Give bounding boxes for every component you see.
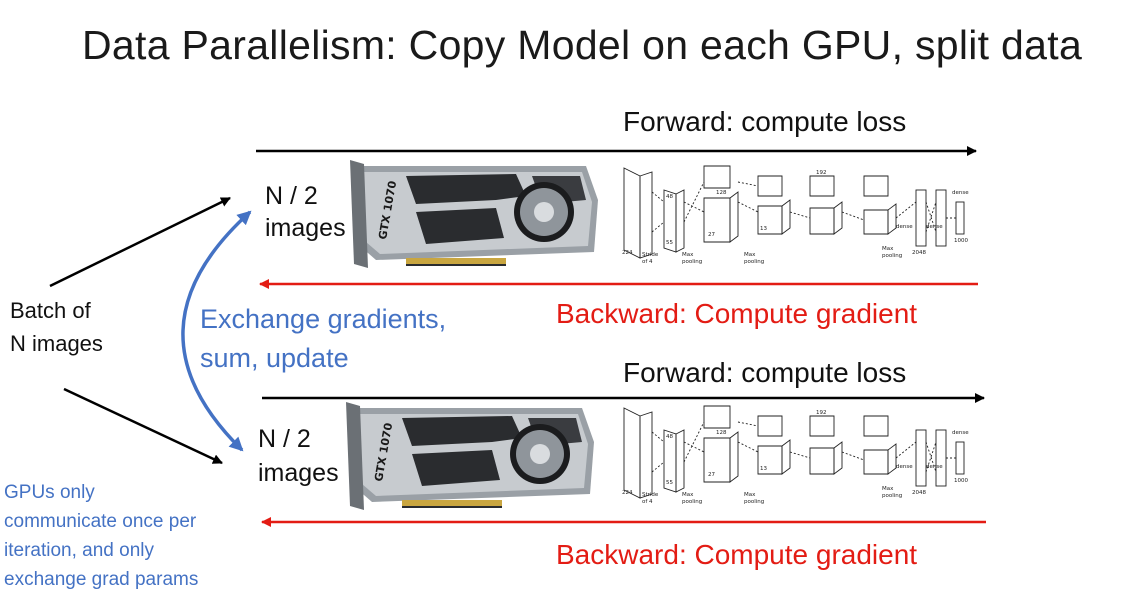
net-top-size-224: 224 (622, 250, 633, 256)
net-bottom-size-48: 48 (666, 434, 673, 440)
net-top-maxpool-1a: Max (682, 252, 694, 258)
network-diagram-bottom: 224 55 27 13 48 128 192 2048 1000 Stride… (622, 405, 969, 505)
net-top-dense-1: dense (896, 224, 913, 230)
net-top-size-55: 55 (666, 240, 673, 246)
net-bottom-size-27: 27 (708, 472, 715, 478)
split-label-top-line-1: N / 2 (265, 182, 318, 210)
net-top-size-48: 48 (666, 194, 673, 200)
net-bottom-size-192: 192 (816, 410, 827, 416)
net-bottom-dense-3: dense (952, 430, 969, 436)
net-top-size-2048: 2048 (912, 250, 926, 256)
split-arrow-bottom (63, 387, 223, 465)
net-top-maxpool-2b: pooling (744, 259, 764, 265)
net-bottom-maxpool-3b: pooling (882, 493, 902, 499)
net-top-maxpool-1b: pooling (682, 259, 702, 265)
split-arrow-top (49, 196, 231, 288)
batch-label: Batch of N images (10, 296, 103, 359)
net-bottom-maxpool-1b: pooling (682, 499, 702, 505)
net-top-maxpool-3a: Max (882, 246, 894, 252)
net-bottom-maxpool-1a: Max (682, 492, 694, 498)
net-top-size-1000: 1000 (954, 238, 968, 244)
gpu-note-line-3: iteration, and only (4, 540, 154, 561)
net-top-maxpool-2a: Max (744, 252, 756, 258)
split-label-bottom-line-1: N / 2 (258, 425, 311, 453)
net-bottom-stride-2: of 4 (642, 499, 653, 505)
net-bottom-maxpool-2b: pooling (744, 499, 764, 505)
net-top-size-128: 128 (716, 190, 727, 196)
gpu-card-bottom: GTX 1070 (346, 402, 594, 510)
net-top-stride-2: of 4 (642, 259, 653, 265)
forward-label-top: Forward: compute loss (623, 106, 907, 137)
net-bottom-size-2048: 2048 (912, 490, 926, 496)
gpu-note: GPUs only communicate once per iteration… (4, 478, 198, 594)
net-bottom-maxpool-2a: Max (744, 492, 756, 498)
gpu-note-line-2: communicate once per (4, 511, 197, 532)
net-bottom-size-128: 128 (716, 430, 727, 436)
gpu-note-line-1: GPUs only (4, 482, 95, 503)
split-label-top: N / 2 images (265, 180, 346, 244)
net-top-size-192: 192 (816, 170, 827, 176)
forward-label-bottom: Forward: compute loss (623, 357, 907, 388)
net-bottom-size-55: 55 (666, 480, 673, 486)
exchange-label-line-1: Exchange gradients, (200, 304, 447, 334)
gpu-card-top: GTX 1070 (350, 160, 598, 268)
net-bottom-stride-1: Stride (642, 492, 659, 498)
gpu-note-line-4: exchange grad params (4, 569, 199, 590)
backward-label-bottom: Backward: Compute gradient (556, 539, 918, 570)
net-top-maxpool-3b: pooling (882, 253, 902, 259)
net-bottom-size-224: 224 (622, 490, 633, 496)
net-bottom-dense-2: dense (926, 464, 943, 470)
net-bottom-maxpool-3a: Max (882, 486, 894, 492)
net-top-stride-1: Stride (642, 252, 659, 258)
net-bottom-size-13: 13 (760, 466, 767, 472)
batch-label-line-2: N images (10, 331, 103, 356)
net-top-size-13: 13 (760, 226, 767, 232)
exchange-label-line-2: sum, update (200, 343, 349, 373)
net-top-dense-2: dense (926, 224, 943, 230)
net-bottom-dense-1: dense (896, 464, 913, 470)
split-label-bottom: N / 2 images (258, 422, 339, 490)
exchange-arrow (181, 210, 252, 452)
slide-title: Data Parallelism: Copy Model on each GPU… (82, 22, 1083, 68)
net-top-dense-3: dense (952, 190, 969, 196)
split-label-top-line-2: images (265, 214, 346, 242)
backward-label-top: Backward: Compute gradient (556, 298, 918, 329)
net-bottom-size-1000: 1000 (954, 478, 968, 484)
net-top-size-27: 27 (708, 232, 715, 238)
network-diagram-top: 224 55 27 13 48 128 192 2048 1000 Stride… (622, 165, 969, 265)
batch-label-line-1: Batch of (10, 298, 91, 323)
exchange-label: Exchange gradients, sum, update (200, 302, 446, 375)
split-label-bottom-line-2: images (258, 459, 339, 487)
